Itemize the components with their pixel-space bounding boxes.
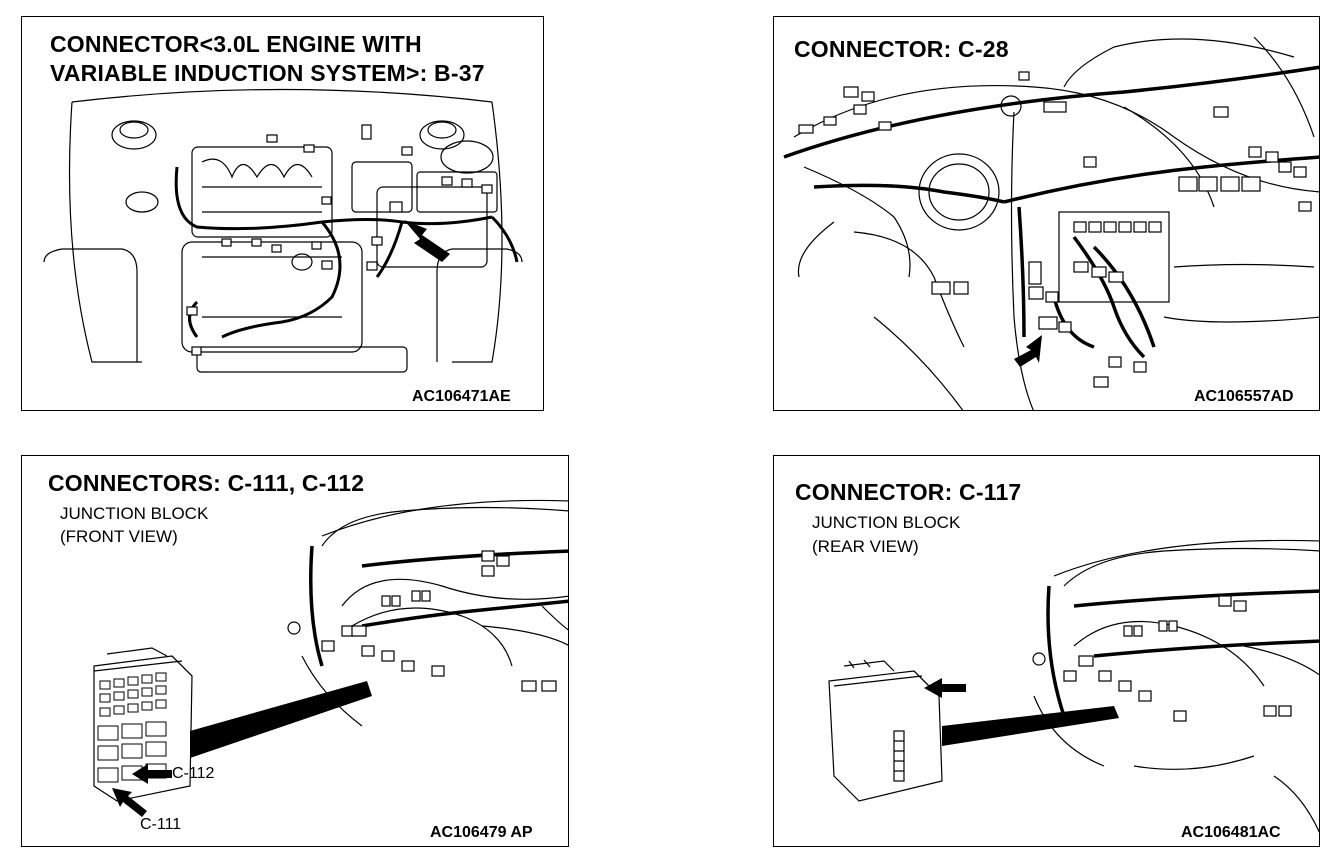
figure-code: AC106471AE — [412, 388, 511, 405]
panel-subtitle-line2: (REAR VIEW) — [812, 537, 919, 556]
panel-title: CONNECTORS: C-111, C-112 — [48, 470, 365, 496]
junction-block-front-illustration — [93, 499, 568, 817]
panel-connector-c117: CONNECTOR: C-117 JUNCTION BLOCK (REAR VI… — [773, 455, 1320, 847]
panel-title-line2: VARIABLE INDUCTION SYSTEM>: B-37 — [50, 60, 485, 86]
panel-connectors-c111-c112: CONNECTORS: C-111, C-112 JUNCTION BLOCK … — [21, 455, 569, 847]
dashboard-illustration — [783, 36, 1319, 410]
junction-block-rear-illustration — [828, 539, 1319, 834]
callout-c111: C-111 — [140, 816, 182, 833]
engine-bay-illustration — [43, 88, 523, 373]
panel-subtitle-line1: JUNCTION BLOCK — [812, 513, 961, 532]
panel-connector-b37: CONNECTOR<3.0L ENGINE WITH VARIABLE INDU… — [21, 16, 544, 411]
callout-c112: C-112 — [172, 765, 215, 782]
figure-code: AC106481AC — [1181, 824, 1281, 841]
panel-title: CONNECTOR: C-117 — [795, 479, 1022, 505]
panel-connector-c28: CONNECTOR: C-28 AC106557AD — [773, 16, 1320, 411]
panel-subtitle-line1: JUNCTION BLOCK — [60, 504, 209, 523]
panel-subtitle-line2: (FRONT VIEW) — [60, 527, 178, 546]
panel-title: CONNECTOR: C-28 — [794, 36, 1009, 62]
figure-code: AC106557AD — [1194, 388, 1294, 405]
panel-title-line1: CONNECTOR<3.0L ENGINE WITH — [50, 31, 422, 57]
figure-code: AC106479 AP — [430, 824, 533, 841]
